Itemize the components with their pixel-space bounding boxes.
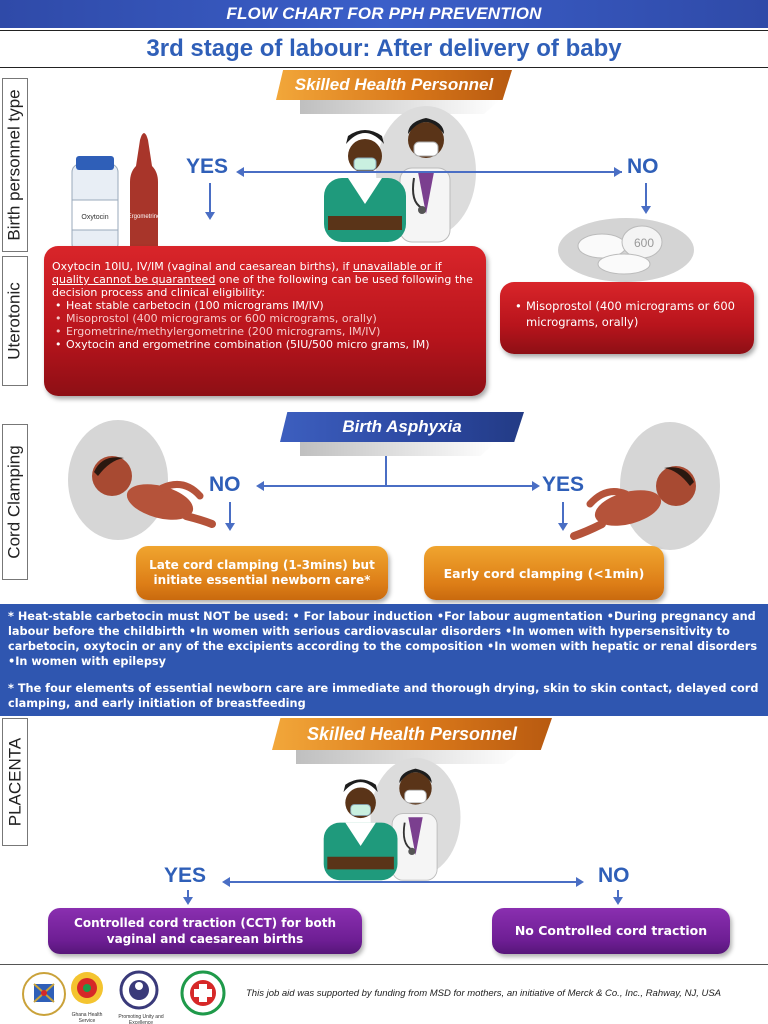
page-title-bar: FLOW CHART FOR PPH PREVENTION [0,0,768,28]
ribbon-birth-asphyxia: Birth Asphyxia [280,412,524,442]
arrow-down-icon [225,523,235,531]
uterotonic-intro: Oxytocin 10IU, IV/IM (vaginal and caesar… [52,260,473,299]
medicine-vial-and-ampoule: Oxytocin Ergometrine [71,133,161,253]
notes-panel: * Heat-stable carbetocin must NOT be use… [0,604,768,716]
baby-illustration-left [68,420,216,540]
ribbon-skilled-health-personnel: Skilled Health Personnel [276,70,512,100]
page-title: FLOW CHART FOR PPH PREVENTION [226,4,542,23]
ribbon-shadow [300,442,496,456]
side-label-birth-personnel: Birth personnel type [2,78,28,252]
baby-illustration-right [570,422,720,550]
arrow-right-icon [532,481,540,491]
footer-divider [0,964,768,965]
connector-line [562,502,564,524]
note-essential-newborn-care: * The four elements of essential newborn… [8,682,759,710]
connector-line [264,485,532,487]
health-personnel-illustration [324,106,476,243]
connector-line [230,881,576,883]
arrow-down-icon [641,206,651,214]
late-cord-clamping-box: Late cord clamping (1-3mins) but initiat… [136,546,388,600]
uterotonic-no-box: Misoprostol (400 micrograms or 600 micro… [500,282,754,354]
uterotonic-options-list: Heat stable carbetocin (100 micrograms I… [52,299,478,351]
no-cct-box: No Controlled cord traction [492,908,730,954]
arrow-right-icon [614,167,622,177]
logo-caption: Promoting Unity and Excellence [118,1014,164,1024]
connector-line [229,502,231,524]
decision-no-asphyxia: NO [209,473,241,496]
funding-credit: This job aid was supported by funding fr… [246,988,722,999]
list-item: Misoprostol (400 micrograms or 600 micro… [52,312,478,325]
tablet-label: 600 [634,236,654,250]
midwives-association-logo: Promoting Unity and Excellence [116,970,166,1024]
health-personnel-illustration [323,757,461,881]
list-item: Ergometrine/methylergometrine (200 micro… [52,325,478,338]
arrow-right-icon [576,877,584,887]
connector-line [244,171,622,173]
misoprostol-tablets-image: 600 [558,218,694,282]
arrow-left-icon [222,877,230,887]
arrow-left-icon [236,167,244,177]
arrow-down-icon [205,212,215,220]
decision-yes-personnel: YES [186,155,229,178]
logo-caption: Ghana Health Service [71,1012,103,1024]
ampoule-label: Ergometrine [128,214,161,220]
early-cord-clamping-box: Early cord clamping (<1min) [424,546,664,600]
connector-line [209,183,211,213]
uterotonic-yes-box: Oxytocin 10IU, IV/IM (vaginal and caesar… [44,246,486,396]
list-item: Misoprostol (400 micrograms or 600 micro… [512,298,742,330]
connector-line [617,890,619,898]
arrow-down-icon [558,523,568,531]
decision-no-placenta: NO [598,864,630,887]
page-subtitle: 3rd stage of labour: After delivery of b… [0,30,768,68]
decision-no-personnel: NO [627,155,659,178]
ghana-coat-of-arms-logo [22,972,66,1016]
arrow-left-icon [256,481,264,491]
ribbon-shadow [296,750,522,764]
connector-line [645,183,647,207]
connector-line [385,456,387,486]
arrow-down-icon [183,897,193,905]
note-carbetocin: * Heat-stable carbetocin must NOT be use… [8,610,758,668]
nursing-council-logo [180,970,226,1016]
side-label-uterotonic: Uterotonic [2,256,28,386]
vial-label: Oxytocin [81,214,108,221]
cct-box: Controlled cord traction (CCT) for both … [48,908,362,954]
connector-line [187,890,189,898]
list-item: Oxytocin and ergometrine combination (5I… [52,338,478,351]
side-label-placenta: PLACENTA [2,718,28,846]
ribbon-shadow [300,100,500,114]
arrow-down-icon [613,897,623,905]
side-label-cord-clamping: Cord Clamping [2,424,28,580]
decision-yes-asphyxia: YES [542,473,585,496]
ghana-health-service-logo: Ghana Health Service [70,970,104,1024]
ribbon-skilled-health-personnel: Skilled Health Personnel [272,718,552,750]
decision-yes-placenta: YES [164,864,207,887]
list-item: Heat stable carbetocin (100 micrograms I… [52,299,478,312]
